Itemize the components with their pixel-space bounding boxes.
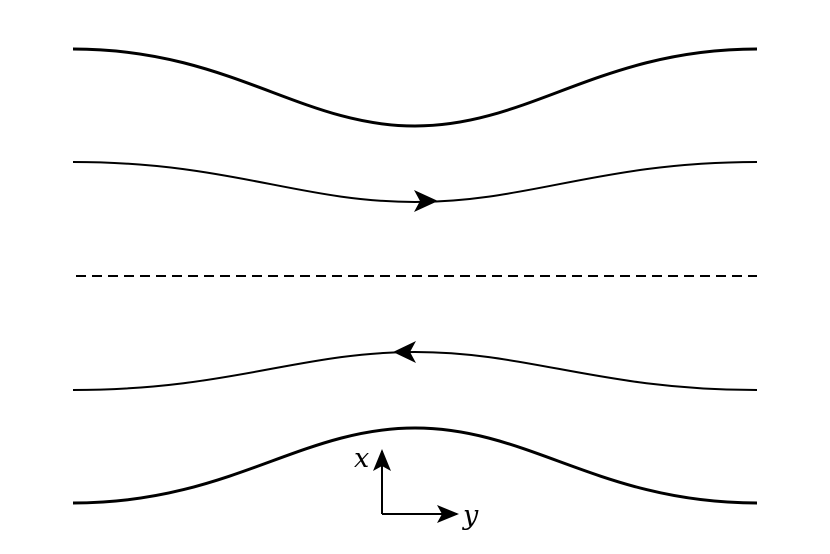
lower-wall bbox=[72, 426, 758, 505]
lower-streamline bbox=[72, 350, 758, 391]
x-axis-label: x bbox=[354, 443, 369, 474]
y-axis-label: y bbox=[462, 500, 479, 531]
upper-streamline bbox=[72, 161, 758, 204]
left-flow-arrow-icon bbox=[393, 341, 416, 363]
upper-wall bbox=[72, 47, 758, 128]
right-flow-arrow-icon bbox=[414, 190, 438, 212]
